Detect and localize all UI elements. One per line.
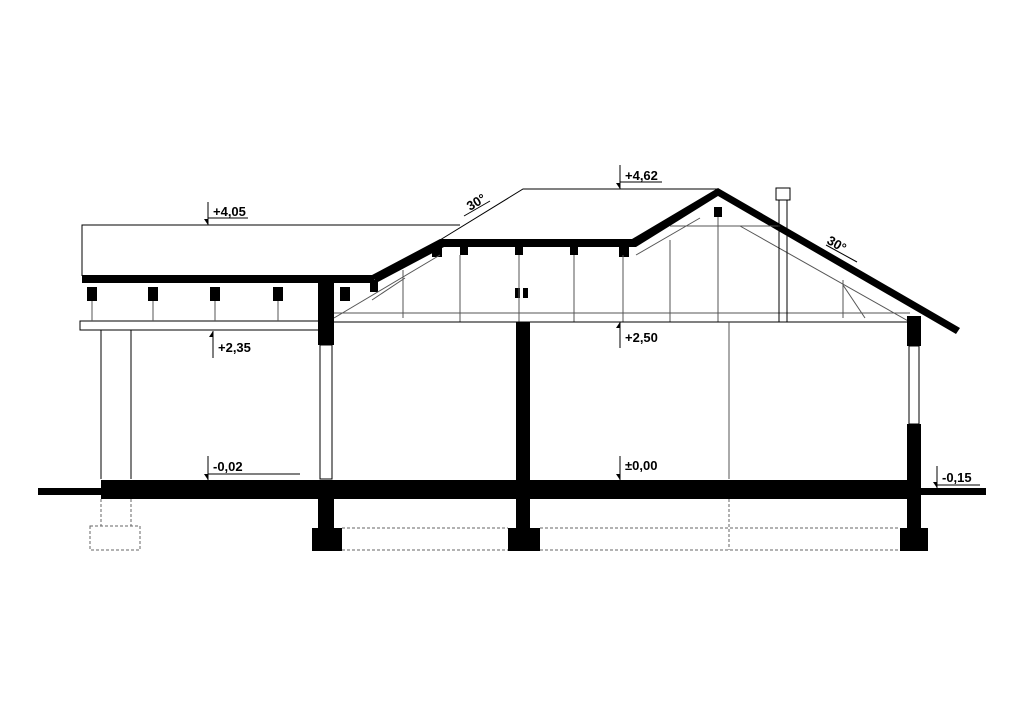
elevation-label: +4,62	[625, 168, 658, 183]
elevation-label: +2,50	[625, 330, 658, 345]
chimney	[775, 187, 791, 323]
elevation-label: +2,35	[218, 340, 251, 355]
elevation-ground: -0,15	[933, 466, 980, 488]
flat-roof	[79, 275, 374, 331]
walls	[318, 278, 921, 530]
elevation-label: -0,02	[213, 459, 243, 474]
ceiling-posts	[371, 217, 866, 322]
foundations	[89, 499, 928, 551]
elevation-floor: ±0,00	[616, 456, 657, 480]
pitched-roof	[333, 188, 960, 334]
roof-outline	[81, 188, 718, 276]
elevation-carport-floor: -0,02	[204, 456, 300, 480]
carport-posts	[100, 330, 132, 479]
elevation-label: ±0,00	[625, 458, 657, 473]
elevation-label: -0,15	[942, 470, 972, 485]
roof-joists	[87, 287, 350, 321]
elevation-label: +4,05	[213, 204, 246, 219]
elevation-ridge: +4,62	[616, 165, 662, 189]
floor-slab	[38, 480, 986, 499]
pitch-label: 30°	[464, 191, 489, 214]
elevation-flat-roof: +4,05	[204, 202, 248, 225]
elevation-ceiling: +2,50	[616, 322, 658, 348]
elevation-carport-ceiling: +2,35	[209, 331, 251, 358]
